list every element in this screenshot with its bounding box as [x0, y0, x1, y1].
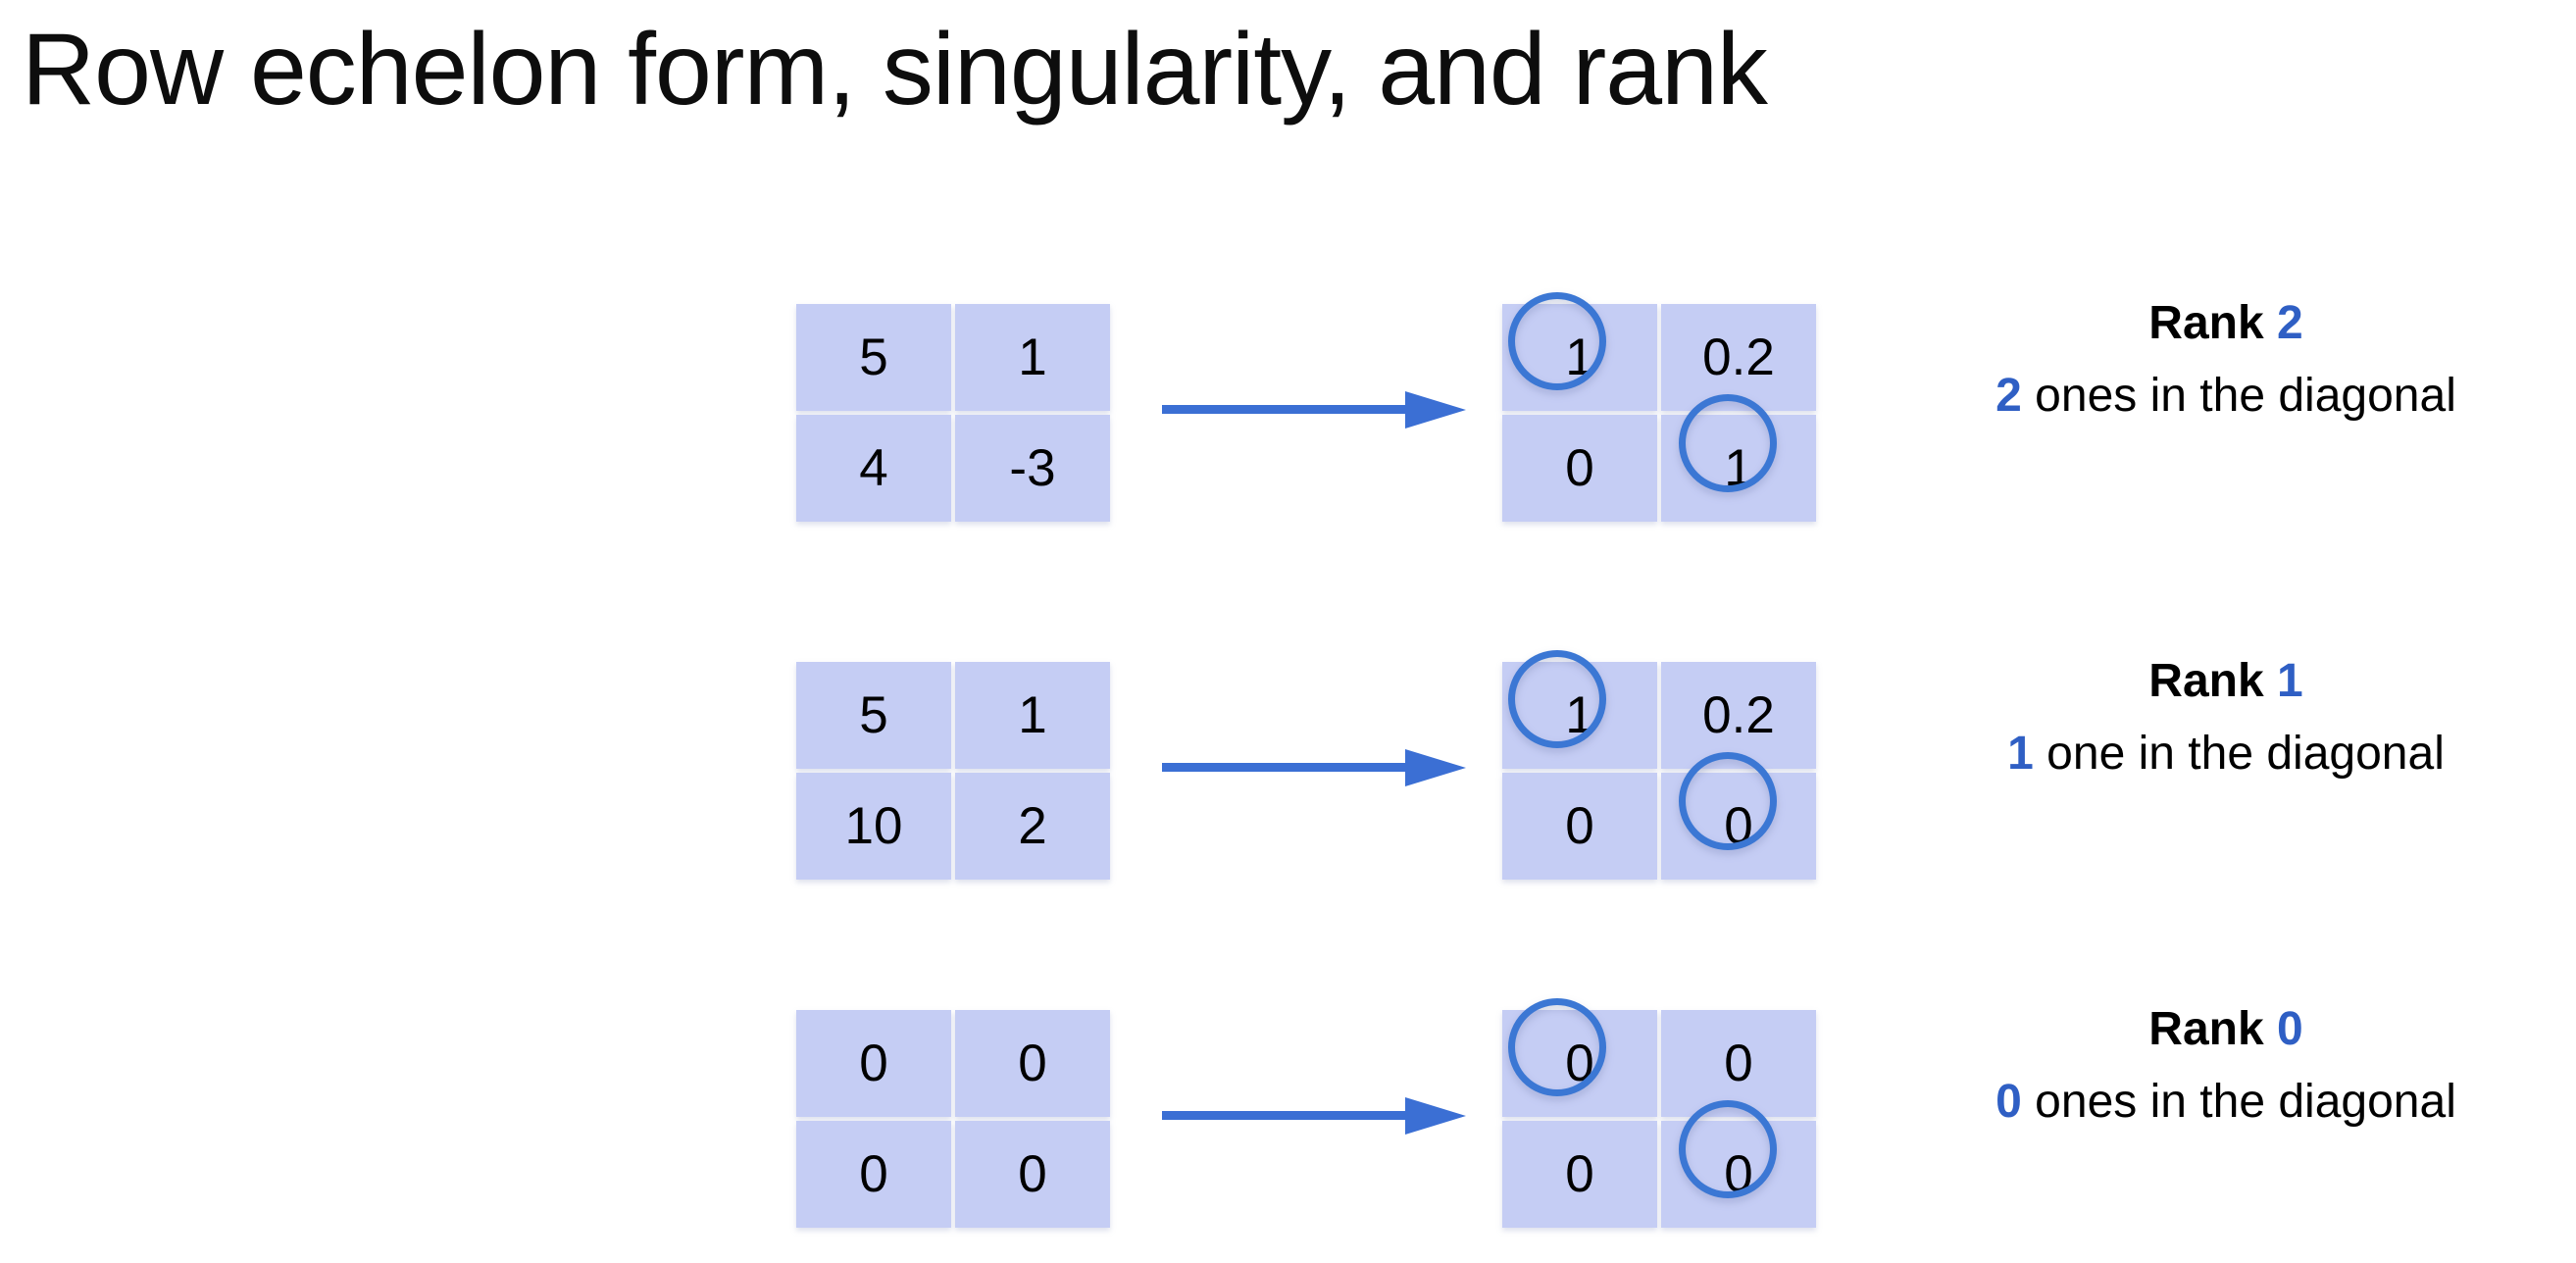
- matrix-cell: 0: [1502, 415, 1657, 522]
- matrix-cell: 0.2: [1661, 304, 1816, 411]
- matrix-cell: 0: [1661, 1010, 1816, 1117]
- matrix-cell: 0: [955, 1010, 1110, 1117]
- rank-detail: 2 ones in the diagonal: [1922, 367, 2530, 426]
- matrix-cell: 0: [1661, 773, 1816, 880]
- right-arrow-icon: [1162, 749, 1466, 786]
- rank-annotation: Rank 2 2 ones in the diagonal: [1922, 294, 2530, 426]
- matrix-cell: -3: [955, 415, 1110, 522]
- rank-detail: 1 one in the diagonal: [1922, 725, 2530, 783]
- rank-detail-count: 0: [1995, 1076, 2022, 1128]
- matrix-cell: 4: [796, 415, 951, 522]
- rank-value: 1: [2277, 655, 2303, 707]
- matrix-cell: 1: [1661, 415, 1816, 522]
- rank-detail-text: one in the diagonal: [2033, 728, 2445, 780]
- result-matrix: 1 0.2 0 0: [1502, 662, 1816, 880]
- rank-detail-text: ones in the diagonal: [2021, 1076, 2456, 1128]
- source-matrix: 5 1 10 2: [796, 662, 1110, 880]
- example-row: 0 0 0 0 0 0 0 0 Rank 0 0 ones in the dia…: [0, 998, 2576, 1245]
- matrix-cell: 5: [796, 304, 951, 411]
- result-matrix: 0 0 0 0: [1502, 1010, 1816, 1228]
- right-arrow-icon: [1162, 1097, 1466, 1135]
- matrix-cell: 0: [955, 1121, 1110, 1228]
- result-matrix: 1 0.2 0 1: [1502, 304, 1816, 522]
- matrix-cell: 1: [1502, 662, 1657, 769]
- matrix-cell: 0.2: [1661, 662, 1816, 769]
- matrix-cell: 10: [796, 773, 951, 880]
- matrix-cell: 0: [1502, 1121, 1657, 1228]
- rank-label: Rank: [2148, 655, 2264, 707]
- rank-detail-count: 2: [1995, 370, 2022, 422]
- rank-title: Rank 2: [1922, 294, 2530, 353]
- rank-title: Rank 1: [1922, 652, 2530, 711]
- rank-value: 0: [2277, 1003, 2303, 1055]
- example-row: 5 1 10 2 1 0.2 0 0 Rank 1 1 one in the d…: [0, 650, 2576, 897]
- rank-title: Rank 0: [1922, 1000, 2530, 1059]
- matrix-cell: 0: [1502, 773, 1657, 880]
- page-title: Row echelon form, singularity, and rank: [22, 13, 1768, 126]
- example-row: 5 1 4 -3 1 0.2 0 1 Rank 2 2 ones in the …: [0, 292, 2576, 539]
- matrix-cell: 0: [796, 1121, 951, 1228]
- matrix-cell: 0: [1661, 1121, 1816, 1228]
- rank-annotation: Rank 0 0 ones in the diagonal: [1922, 1000, 2530, 1132]
- rank-value: 2: [2277, 297, 2303, 349]
- source-matrix: 5 1 4 -3: [796, 304, 1110, 522]
- matrix-cell: 1: [955, 662, 1110, 769]
- rank-detail-text: ones in the diagonal: [2021, 370, 2456, 422]
- rank-label: Rank: [2148, 1003, 2264, 1055]
- matrix-cell: 0: [1502, 1010, 1657, 1117]
- rank-detail-count: 1: [2007, 728, 2034, 780]
- matrix-cell: 1: [1502, 304, 1657, 411]
- rank-annotation: Rank 1 1 one in the diagonal: [1922, 652, 2530, 783]
- matrix-cell: 0: [796, 1010, 951, 1117]
- matrix-cell: 5: [796, 662, 951, 769]
- matrix-cell: 2: [955, 773, 1110, 880]
- matrix-cell: 1: [955, 304, 1110, 411]
- rank-label: Rank: [2148, 297, 2264, 349]
- right-arrow-icon: [1162, 391, 1466, 429]
- rank-detail: 0 ones in the diagonal: [1922, 1073, 2530, 1132]
- source-matrix: 0 0 0 0: [796, 1010, 1110, 1228]
